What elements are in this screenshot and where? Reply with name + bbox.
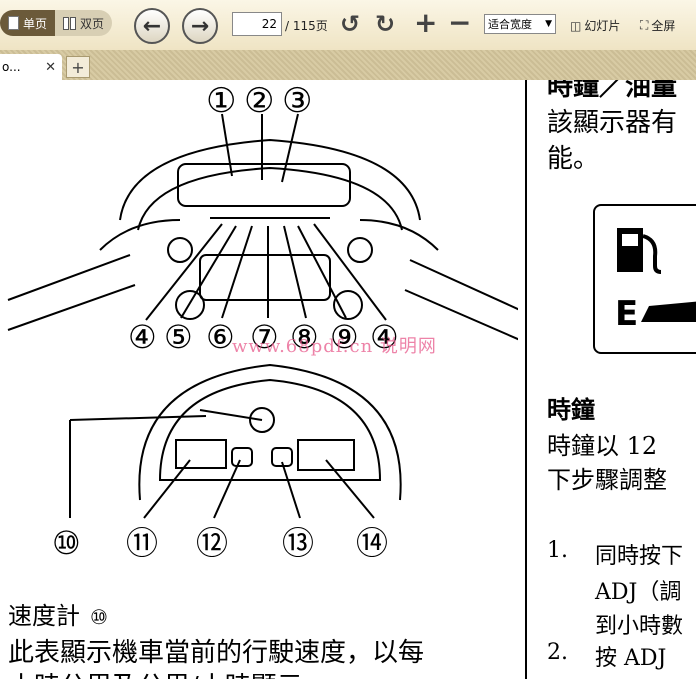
- callout-mid-4a: ④: [128, 318, 157, 356]
- clock-text-line-2: 下步驟調整: [547, 466, 667, 494]
- add-tab-button[interactable]: +: [66, 56, 90, 78]
- step-1-number: 1.: [547, 538, 568, 563]
- callout-top-2: ②: [244, 81, 274, 121]
- watermark: www.68pdf.cn 说明网: [232, 336, 437, 357]
- clock-text-line-1: 時鐘以 12: [547, 432, 658, 460]
- zoom-in-icon[interactable]: +: [414, 6, 438, 39]
- speedometer-text-line-2: 小時公里及公里/小時顯示: [8, 666, 303, 679]
- zoom-select[interactable]: 适合宽度 ▼: [484, 14, 556, 34]
- toolbar: 单页 双页 ← → 22 / 115页 ↺ ↻ + − 适合宽度 ▼ ◫ 幻灯片…: [0, 0, 696, 50]
- prev-page-button[interactable]: ←: [134, 8, 170, 44]
- right-page: 時鐘／油量 該顯示器有 能。 E 時鐘 時鐘以 12 下步驟調整 1. 同時按下…: [527, 80, 696, 679]
- view-mode-toggle: 单页 双页: [0, 10, 113, 36]
- step-2-number: 2.: [547, 640, 568, 665]
- callout-bottom-10: ⑩: [52, 524, 81, 562]
- step-1-text-line-3: 到小時數: [595, 614, 684, 639]
- callout-bottom-12: ⑫: [196, 524, 228, 562]
- callout-mid-7: ⑦: [250, 318, 279, 356]
- slideshow-button[interactable]: ◫ 幻灯片: [570, 18, 621, 34]
- step-2-text: 按 ADJ: [595, 646, 667, 671]
- clock-fuel-heading: 時鐘／油量: [547, 80, 678, 102]
- callout-mid-5: ⑤: [164, 318, 193, 356]
- fullscreen-button[interactable]: ⛶ 全屏: [640, 18, 676, 33]
- fuel-gauge-figure: E: [593, 204, 696, 354]
- document-tab[interactable]: o... ✕: [0, 54, 62, 80]
- callout-mid-9: ⑨: [330, 318, 359, 356]
- fuel-pump-icon: [617, 228, 696, 322]
- left-page: ① ② ③ ④ ⑤ ⑥ ⑦ ⑧ ⑨ ④ ⑩ ⑪ ⑫ ⑬ ⑭ www.68pdf.…: [0, 80, 518, 679]
- slideshow-icon: ◫: [570, 18, 582, 33]
- fullscreen-icon: ⛶: [640, 18, 649, 32]
- fuel-empty-label: E: [615, 294, 639, 334]
- arrow-right-icon: →: [190, 13, 210, 39]
- callout-bottom-14: ⑭: [356, 524, 388, 562]
- double-page-button[interactable]: 双页: [55, 10, 113, 36]
- motorcycle-dashboard-diagram: ① ② ③ ④ ⑤ ⑥ ⑦ ⑧ ⑨ ④ ⑩ ⑪ ⑫ ⑬ ⑭: [7, 81, 518, 562]
- display-text-line-1: 該顯示器有: [547, 108, 678, 138]
- callout-mid-8: ⑧: [290, 318, 319, 356]
- page-number-input[interactable]: 22: [232, 12, 282, 36]
- callout-top-3: ③: [282, 81, 312, 121]
- clock-heading: 時鐘: [547, 395, 595, 424]
- page-divider: [525, 80, 527, 679]
- callout-mid-6: ⑥: [206, 318, 235, 356]
- speedometer-text-line-1: 此表顯示機車當前的行駛速度，以每: [8, 638, 425, 668]
- rotate-left-icon[interactable]: ↺: [340, 10, 361, 38]
- display-text-line-2: 能。: [547, 144, 600, 174]
- chevron-down-icon: ▼: [545, 19, 552, 29]
- double-page-icon: [63, 16, 77, 30]
- single-page-icon: [8, 16, 19, 30]
- plus-icon: +: [71, 57, 85, 77]
- callout-top-1: ①: [206, 81, 236, 121]
- callout-mid-4b: ④: [370, 318, 399, 356]
- next-page-button[interactable]: →: [182, 8, 218, 44]
- step-1-text: 同時按下: [595, 544, 684, 569]
- callout-bottom-13: ⑬: [282, 524, 314, 562]
- tab-bar: o... ✕ +: [0, 50, 696, 80]
- close-icon[interactable]: ✕: [45, 59, 56, 75]
- zoom-out-icon[interactable]: −: [448, 6, 472, 39]
- rotate-right-icon[interactable]: ↻: [375, 10, 396, 38]
- step-1-text-line-2: ADJ（調: [595, 580, 682, 605]
- callout-bottom-11: ⑪: [126, 524, 158, 562]
- single-page-button[interactable]: 单页: [0, 10, 56, 36]
- arrow-left-icon: ←: [142, 13, 162, 39]
- page-total: / 115页: [285, 19, 328, 33]
